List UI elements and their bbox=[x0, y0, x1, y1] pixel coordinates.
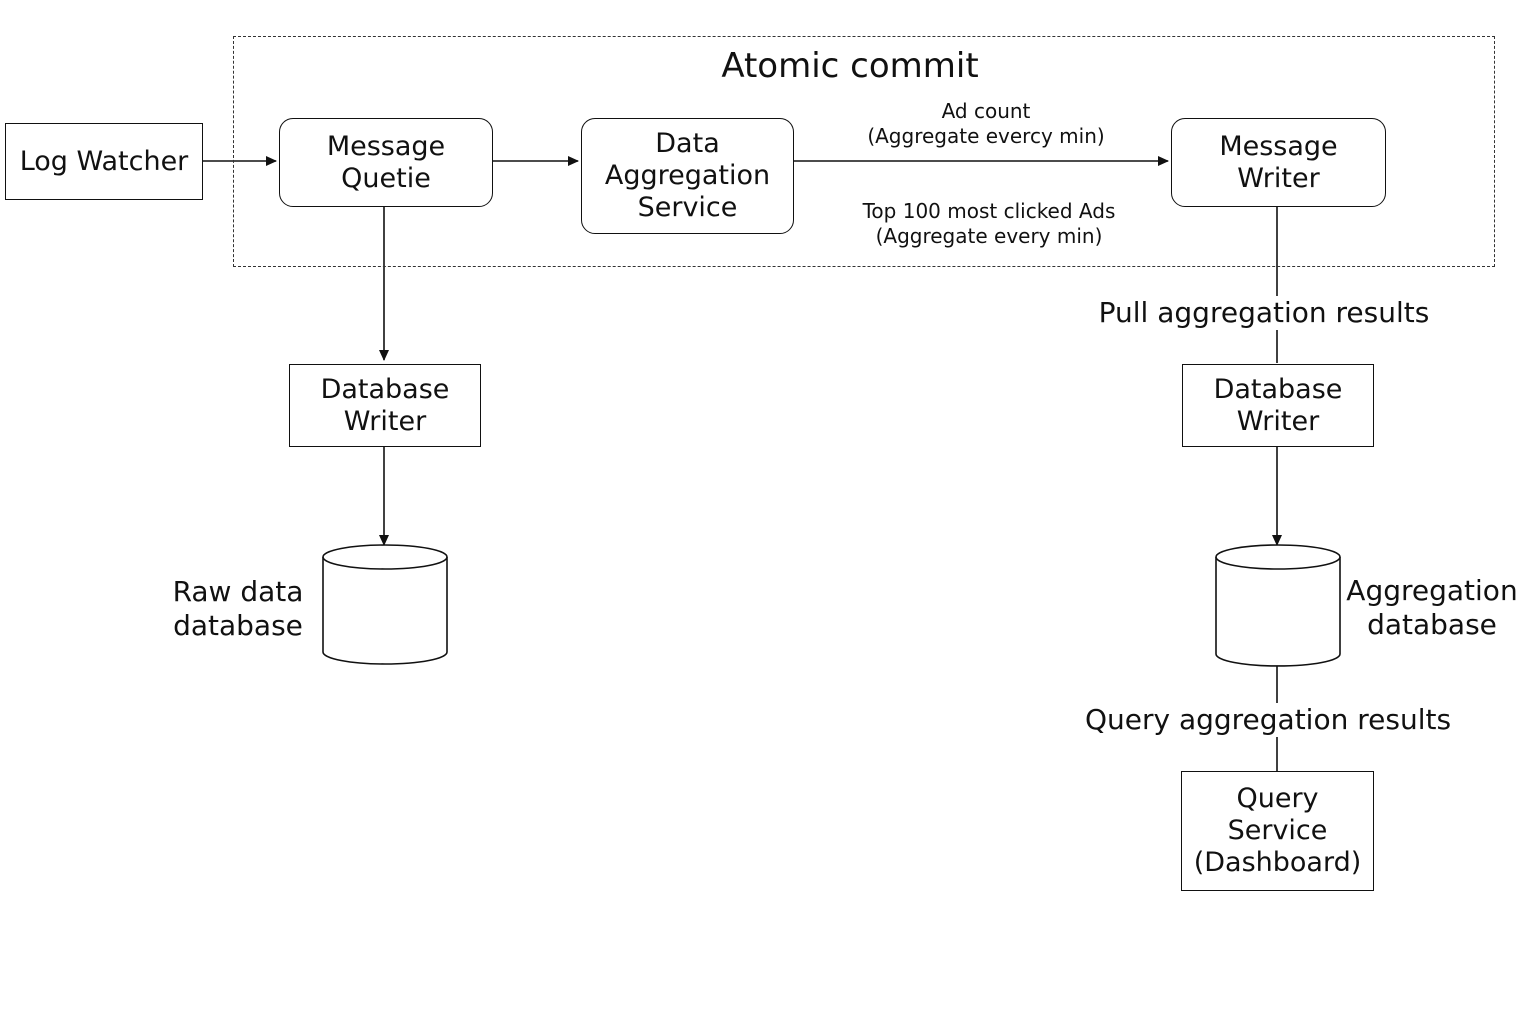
message-queue-label: Message Quetie bbox=[326, 130, 446, 194]
data-aggregation-service-node: Data Aggregation Service bbox=[581, 118, 794, 234]
database-writer-right-label: Database Writer bbox=[1213, 373, 1343, 437]
query-service-node: Query Service (Dashboard) bbox=[1181, 771, 1374, 891]
message-writer-node: Message Writer bbox=[1171, 118, 1386, 207]
log-watcher-label: Log Watcher bbox=[19, 145, 189, 177]
query-aggregation-results-label: Query aggregation results bbox=[1078, 703, 1458, 737]
raw-data-database-label: Raw data database bbox=[172, 575, 304, 642]
database-writer-right-node: Database Writer bbox=[1182, 364, 1374, 447]
raw-data-database-cylinder bbox=[322, 544, 448, 665]
ad-count-edge-label: Ad count (Aggregate evercy min) bbox=[867, 99, 1105, 148]
data-aggregation-service-label: Data Aggregation Service bbox=[604, 128, 771, 223]
message-writer-label: Message Writer bbox=[1219, 130, 1338, 194]
atomic-commit-group bbox=[233, 36, 1495, 267]
aggregation-database-cylinder bbox=[1215, 544, 1341, 667]
database-writer-left-label: Database Writer bbox=[320, 373, 450, 437]
database-writer-left-node: Database Writer bbox=[289, 364, 481, 447]
pull-aggregation-results-label: Pull aggregation results bbox=[1090, 296, 1438, 330]
message-queue-node: Message Quetie bbox=[279, 118, 493, 207]
query-service-label: Query Service (Dashboard) bbox=[1193, 783, 1362, 878]
atomic-commit-title: Atomic commit bbox=[721, 46, 979, 86]
aggregation-database-label: Aggregation database bbox=[1346, 574, 1518, 641]
log-watcher-node: Log Watcher bbox=[5, 123, 203, 200]
top-100-edge-label: Top 100 most clicked Ads (Aggregate ever… bbox=[862, 199, 1116, 248]
